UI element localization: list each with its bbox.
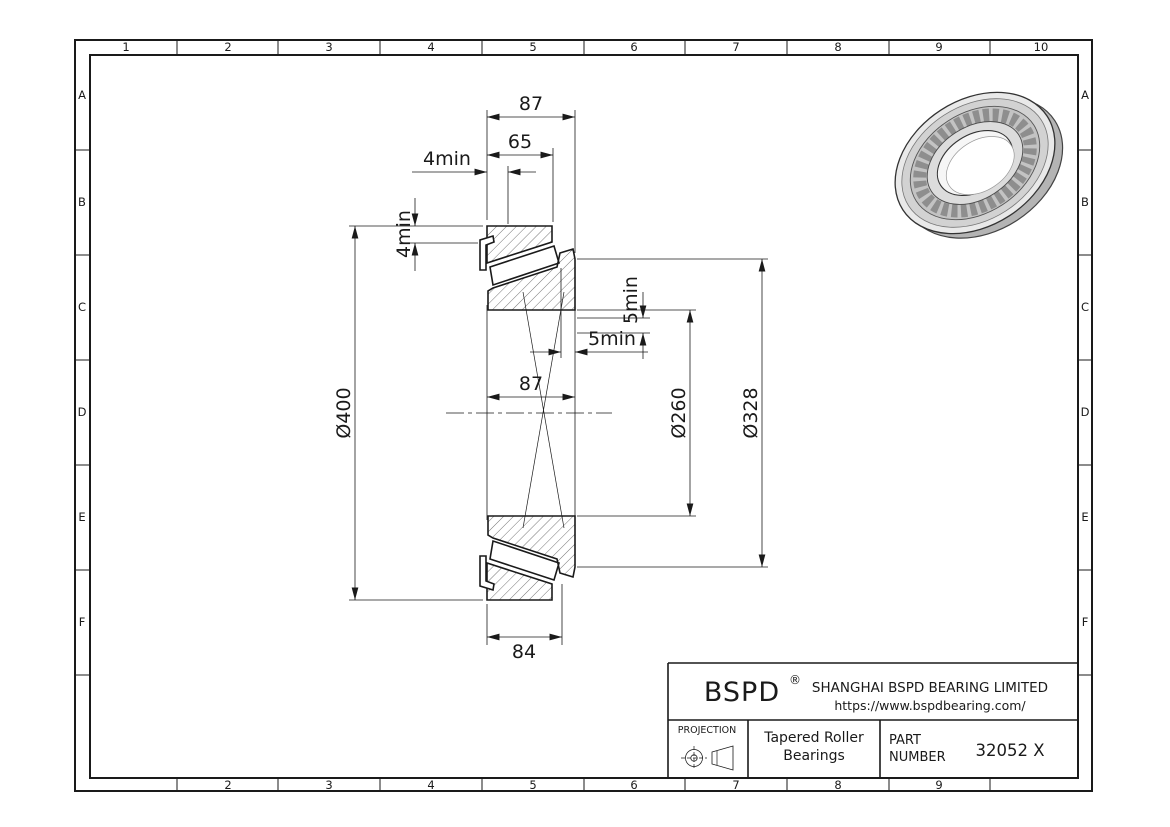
bearing-3d-view xyxy=(894,91,1064,239)
col-label: 8 xyxy=(834,40,841,54)
dim-bore-diameter: Ø260 xyxy=(577,309,696,517)
dim-overall-width: 87 xyxy=(486,93,576,253)
cage-top xyxy=(479,234,495,271)
col-label: 2 xyxy=(224,778,231,792)
col-label: 2 xyxy=(224,40,231,54)
col-label: 7 xyxy=(732,778,739,792)
dim-text: Ø328 xyxy=(740,387,762,438)
dim-text: 4min xyxy=(423,148,471,170)
product-name-line2: Bearings xyxy=(783,748,845,764)
title-block: BSPD ® SHANGHAI BSPD BEARING LIMITED htt… xyxy=(667,662,1078,778)
product-name-line1: Tapered Roller xyxy=(763,730,864,746)
row-label: F xyxy=(79,615,86,629)
dim-cage-clearance-radial: 4min xyxy=(393,198,478,271)
col-label: 8 xyxy=(834,778,841,792)
row-label: E xyxy=(1081,510,1088,524)
dim-text: 4min xyxy=(393,210,415,258)
contact-line xyxy=(522,291,565,529)
cup-section-bottom xyxy=(486,561,553,601)
part-number-label-line2: NUMBER xyxy=(889,750,946,765)
row-label: E xyxy=(78,510,85,524)
dim-rear-width: 84 xyxy=(486,584,563,663)
row-label: D xyxy=(1081,405,1090,419)
grid-labels: 1 2 3 4 5 6 7 8 9 10 2 3 4 5 6 7 8 9 A B… xyxy=(78,40,1090,792)
row-label: F xyxy=(1082,615,1089,629)
cone-section-bottom xyxy=(487,515,576,579)
col-label: 4 xyxy=(427,40,434,54)
first-angle-projection-icon xyxy=(681,745,734,771)
company-name: SHANGHAI BSPD BEARING LIMITED xyxy=(812,680,1048,696)
dim-text: Ø400 xyxy=(333,387,355,438)
col-label: 10 xyxy=(1034,40,1049,54)
col-label: 5 xyxy=(529,40,536,54)
row-label: A xyxy=(78,88,86,102)
dim-cup-width: 65 xyxy=(487,131,554,222)
dim-abutment-clearance-radial: 5min xyxy=(577,276,650,359)
bearing-3d-bore xyxy=(946,136,1015,195)
dim-text: 5min xyxy=(588,328,636,350)
col-label: 6 xyxy=(630,778,637,792)
row-label: A xyxy=(1081,88,1089,102)
col-label: 9 xyxy=(935,40,942,54)
part-number-value: 32052 X xyxy=(975,741,1044,760)
dim-text: 87 xyxy=(519,93,543,115)
row-label: B xyxy=(1081,195,1089,209)
dim-inner-ring-width: 87 xyxy=(486,305,576,520)
brand-logo: BSPD xyxy=(704,677,780,708)
dim-abutment-diameter: Ø328 xyxy=(577,258,768,568)
projection-label: PROJECTION xyxy=(678,725,736,736)
bearing-section-view xyxy=(446,225,612,601)
grid-ticks xyxy=(75,40,1092,791)
row-label: C xyxy=(1081,300,1089,314)
cone-section-top xyxy=(487,247,576,311)
col-label: 3 xyxy=(325,40,332,54)
cup-section-top xyxy=(486,225,553,265)
dim-text: 65 xyxy=(508,131,532,153)
part-number-label-line1: PART xyxy=(889,733,921,748)
dim-text: 87 xyxy=(519,373,543,395)
col-label: 9 xyxy=(935,778,942,792)
col-label: 6 xyxy=(630,40,637,54)
sheet-frame xyxy=(74,39,1093,792)
row-label: C xyxy=(78,300,86,314)
col-label: 3 xyxy=(325,778,332,792)
row-label: B xyxy=(78,195,86,209)
dim-abutment-clearance-axial: 5min xyxy=(530,268,648,358)
col-label: 4 xyxy=(427,778,434,792)
dim-text: Ø260 xyxy=(668,387,690,438)
row-label: D xyxy=(78,405,87,419)
dim-cage-clearance-axial: 4min xyxy=(412,148,536,224)
company-website: https://www.bspdbearing.com/ xyxy=(834,698,1026,713)
dim-text: 84 xyxy=(512,641,536,663)
registered-mark: ® xyxy=(789,673,801,687)
cage-bottom xyxy=(479,555,495,592)
col-label: 7 xyxy=(732,40,739,54)
dim-outer-diameter: Ø400 xyxy=(333,225,483,601)
dim-text: 5min xyxy=(620,276,642,324)
col-label: 1 xyxy=(122,40,129,54)
col-label: 5 xyxy=(529,778,536,792)
dimension-annotations: 87 65 4min 4min Ø400 xyxy=(333,93,768,663)
